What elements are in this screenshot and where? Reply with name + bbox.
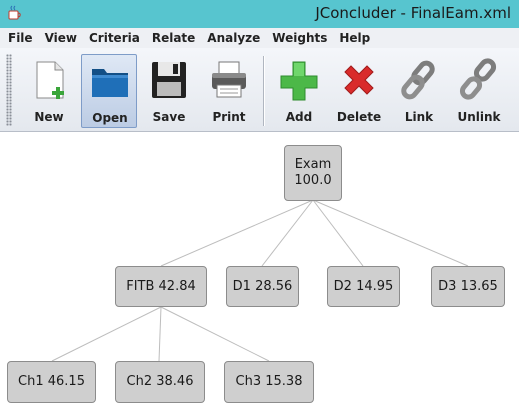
- title-bar: JConcluder - FinalEam.xml: [0, 0, 519, 28]
- tree-node-fitb-label: FITB 42.84: [126, 278, 196, 294]
- tree-node-d1[interactable]: D1 28.56: [226, 266, 299, 307]
- tree-node-ch2-label: Ch2 38.46: [126, 374, 194, 389]
- menu-help[interactable]: Help: [339, 31, 371, 45]
- criteria-tree-canvas[interactable]: Exam 100.0 FITB 42.84 D1 28.56 D2 14.95 …: [0, 133, 519, 409]
- printer-icon: [212, 61, 246, 98]
- new-button-label: New: [34, 110, 64, 124]
- menu-weights[interactable]: Weights: [272, 31, 328, 45]
- tree-node-d3-label: D3 13.65: [438, 278, 498, 294]
- edge-fitb-ch2: [158, 306, 162, 362]
- menu-view[interactable]: View: [44, 31, 77, 45]
- chain-link-icon: [401, 60, 435, 100]
- tree-node-ch3-label: Ch3 15.38: [235, 374, 303, 389]
- tree-node-exam-value: 100.0: [294, 173, 332, 188]
- print-button[interactable]: Print: [201, 54, 257, 128]
- red-x-icon: [344, 65, 374, 95]
- tree-node-ch1-label: Ch1 46.15: [18, 374, 85, 389]
- edge-exam-fitb: [160, 199, 314, 267]
- new-button[interactable]: New: [21, 54, 77, 128]
- green-plus-icon: [280, 61, 318, 101]
- link-button[interactable]: Link: [391, 54, 447, 128]
- tree-node-d2-label: D2 14.95: [333, 278, 394, 294]
- new-document-icon: [36, 61, 64, 99]
- tree-node-exam[interactable]: Exam 100.0: [284, 145, 342, 201]
- tree-node-ch3[interactable]: Ch3 15.38: [224, 361, 314, 403]
- tree-node-d3[interactable]: D3 13.65: [431, 266, 505, 307]
- unlink-button-label: Unlink: [457, 110, 501, 124]
- add-button-label: Add: [285, 110, 313, 124]
- save-button[interactable]: Save: [141, 54, 197, 128]
- toolbar: New Open Save Print: [0, 48, 519, 132]
- delete-button[interactable]: Delete: [331, 54, 387, 128]
- save-button-label: Save: [152, 110, 186, 124]
- toolbar-grip-left[interactable]: [6, 54, 12, 126]
- tree-node-ch2[interactable]: Ch2 38.46: [115, 361, 205, 403]
- edge-exam-d1: [261, 199, 314, 267]
- menu-file[interactable]: File: [8, 31, 33, 45]
- menu-bar: File View Criteria Relate Analyze Weight…: [0, 28, 519, 48]
- open-button[interactable]: Open: [81, 54, 137, 128]
- menu-analyze[interactable]: Analyze: [207, 31, 261, 45]
- open-button-label: Open: [92, 111, 128, 125]
- menu-relate[interactable]: Relate: [151, 31, 196, 45]
- edge-fitb-ch3: [160, 306, 270, 362]
- add-button[interactable]: Add: [271, 54, 327, 128]
- edge-exam-d3: [312, 199, 469, 267]
- java-cup-icon: [8, 5, 21, 20]
- tree-node-exam-name: Exam: [294, 157, 332, 172]
- unlink-button[interactable]: Unlink: [451, 54, 507, 128]
- tree-edges: [51, 199, 469, 362]
- tree-node-ch1[interactable]: Ch1 46.15: [7, 361, 96, 403]
- floppy-disk-icon: [152, 62, 186, 98]
- broken-chain-icon: [459, 58, 497, 100]
- edge-fitb-ch1: [51, 306, 162, 362]
- print-button-label: Print: [212, 110, 246, 124]
- delete-button-label: Delete: [336, 110, 382, 124]
- edge-exam-d2: [312, 199, 364, 267]
- toolbar-separator: [263, 56, 265, 126]
- link-button-label: Link: [404, 110, 434, 124]
- tree-node-d2[interactable]: D2 14.95: [327, 266, 400, 307]
- tree-node-fitb[interactable]: FITB 42.84: [115, 266, 207, 307]
- menu-criteria[interactable]: Criteria: [88, 31, 140, 45]
- folder-icon: [92, 69, 128, 97]
- window-title: JConcluder - FinalEam.xml: [315, 4, 511, 22]
- tree-node-d1-label: D1 28.56: [232, 278, 293, 294]
